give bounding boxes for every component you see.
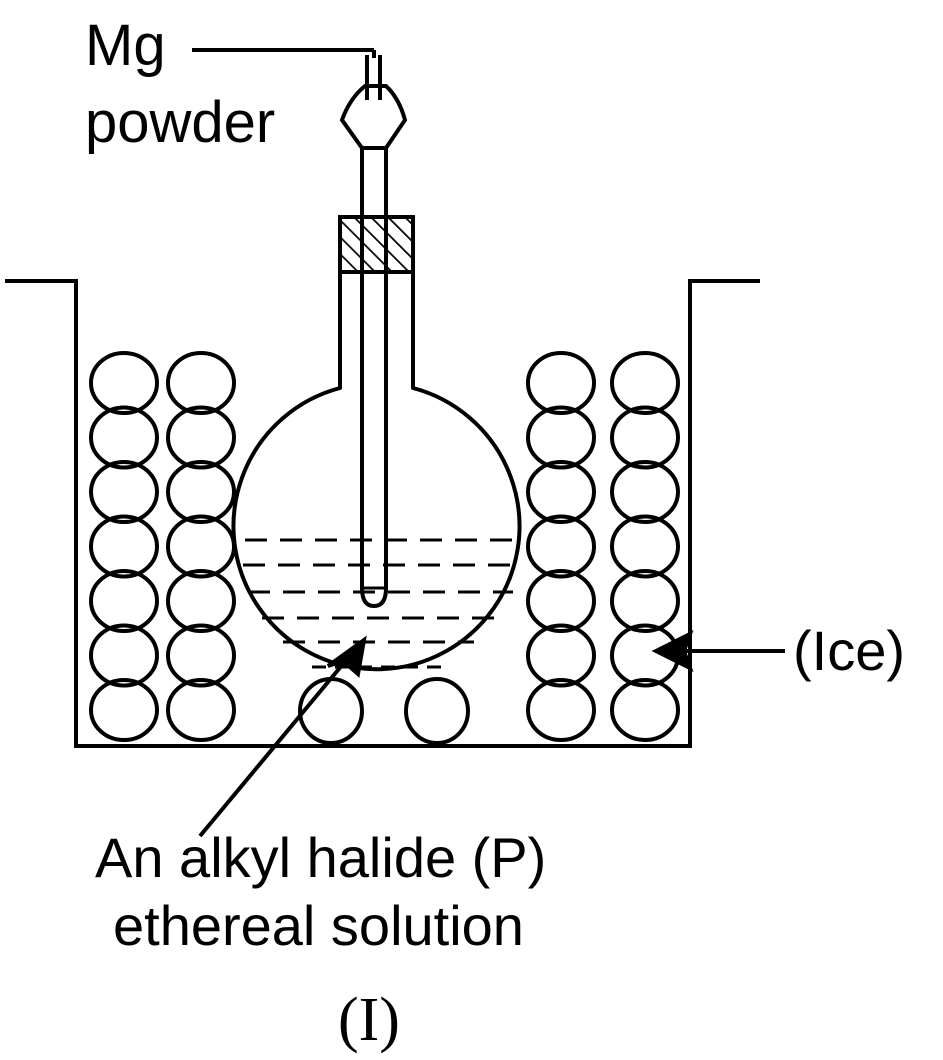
alkyl-halide-label: An alkyl halide (P) [95, 826, 546, 889]
ice-cubes-under-flask [298, 677, 470, 745]
ice-cube [166, 514, 236, 579]
ice-label: (Ice) [793, 619, 905, 682]
ice-cube [166, 460, 236, 524]
ice-cube [89, 514, 159, 579]
ice-cube [166, 678, 236, 742]
ice-cube [610, 460, 680, 524]
tube-bulb [339, 84, 408, 150]
powder-label: powder [85, 90, 275, 155]
ice-cubes [89, 351, 680, 742]
addition-tube [360, 148, 388, 609]
ice-cube [526, 351, 596, 415]
ice-cube [166, 569, 236, 633]
figure-label: (I) [338, 986, 400, 1054]
ice-cube [89, 678, 159, 742]
ice-cube [166, 351, 236, 415]
ice-cube [89, 460, 159, 524]
ice-cube [526, 460, 596, 524]
ice-cube [610, 569, 680, 633]
round-bottom-flask [231, 272, 522, 672]
ice-cube [526, 678, 596, 742]
mg-inlet-tube [192, 48, 382, 100]
ethereal-solution-liquid [243, 538, 520, 669]
ice-cube [610, 514, 680, 579]
ice-cube [89, 405, 159, 470]
ice-cube [89, 569, 159, 633]
mg-label: Mg [85, 13, 166, 78]
ice-cube [526, 623, 596, 688]
ice-cube [610, 351, 680, 415]
ice-arrow [651, 629, 785, 673]
ice-cube [166, 405, 236, 470]
ethereal-solution-label: ethereal solution [113, 894, 524, 957]
ice-cube [89, 351, 159, 415]
ice-cube [610, 678, 680, 742]
flask-stopper [338, 215, 415, 274]
ice-cube [166, 623, 236, 688]
ice-cube [610, 405, 680, 470]
ice-cube [89, 623, 159, 688]
ice-bath-container [5, 279, 760, 748]
solution-arrow [198, 635, 367, 838]
ice-cube [526, 405, 596, 470]
ice-cube [526, 514, 596, 579]
ice-cube [526, 569, 596, 633]
